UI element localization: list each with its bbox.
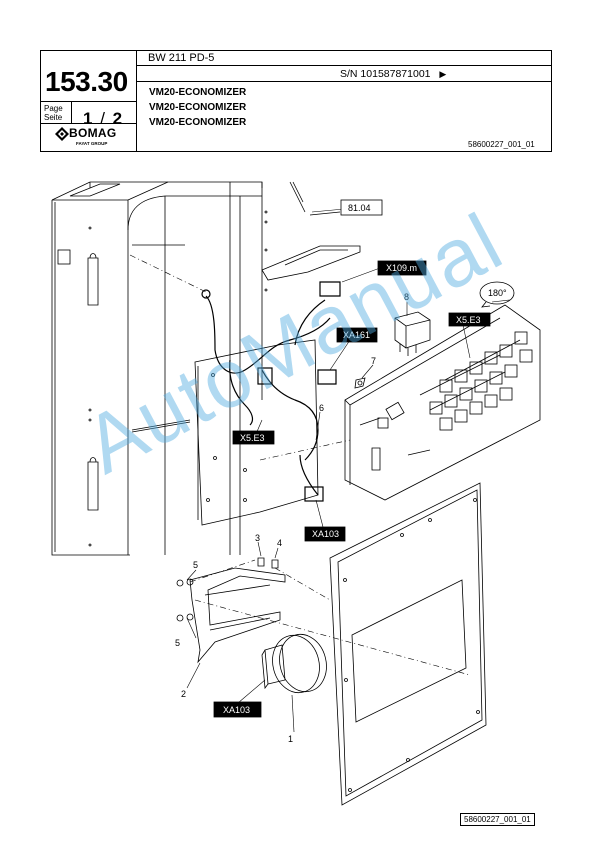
item-number-4: 4	[277, 538, 282, 548]
assembly-lines	[129, 254, 471, 676]
divider	[136, 51, 137, 151]
page-separator: /	[100, 109, 105, 128]
title-line-1: VM20-ECONOMIZER	[149, 87, 247, 98]
economizer-board	[344, 304, 541, 501]
current-page: 1	[83, 109, 93, 128]
item-number-1: 1	[288, 734, 293, 744]
top-bracket	[261, 211, 361, 281]
bottom-drawing-reference: 58600227_001_01	[460, 813, 535, 826]
gauge-1	[261, 633, 327, 694]
page-number: 1 / 2	[83, 109, 122, 129]
relay-8	[394, 311, 431, 356]
bracket-2	[189, 567, 286, 664]
callout-xa103-lower: XA103	[223, 705, 250, 715]
header-block: BW 211 PD-5 S/N 101587871001 ▶ 153.30 Pa…	[40, 50, 552, 152]
item-number-5-lower: 5	[175, 638, 180, 648]
item-number-6: 6	[319, 403, 324, 413]
callout-x5e3-right: X5.E3	[456, 315, 481, 325]
cabinet-housing	[51, 181, 306, 556]
page-label: Page	[44, 104, 63, 113]
callout-x5e3-left: X5.E3	[240, 433, 265, 443]
logo-subtitle: FAYAT GROUP	[76, 141, 108, 146]
part-group-number: 153.30	[45, 66, 128, 97]
callout-xa103-upper: XA103	[312, 529, 339, 539]
total-pages: 2	[112, 109, 123, 128]
model-name: BW 211 PD-5	[148, 52, 215, 64]
callouts: 81.04 X109.m 180° XA161 X5.E3 X5.E3 XA10…	[213, 199, 507, 718]
cover-plate	[329, 482, 487, 806]
item-number-8: 8	[404, 292, 409, 302]
screw-7	[354, 377, 366, 389]
callout-180: 180°	[488, 288, 507, 298]
serial-arrow-icon: ▶	[439, 69, 447, 79]
callout-x109m: X109.m	[386, 263, 417, 273]
bomag-logo-icon	[55, 127, 69, 141]
page-label-alt: Seite	[44, 113, 63, 122]
title-line-3: VM20-ECONOMIZER	[149, 117, 247, 128]
item-number-5-upper: 5	[193, 560, 198, 570]
divider	[136, 65, 551, 66]
rotation-180-icon	[479, 281, 515, 308]
item-number-3: 3	[255, 533, 260, 543]
drawing-reference: 58600227_001_01	[468, 140, 535, 149]
divider	[136, 81, 551, 82]
serial-number: S/N 101587871001 ▶	[340, 68, 446, 80]
title-line-2: VM20-ECONOMIZER	[149, 102, 247, 113]
washers-5	[176, 578, 194, 622]
callout-81-04: 81.04	[348, 203, 371, 213]
divider	[41, 101, 136, 102]
divider	[71, 101, 72, 123]
item-number-2: 2	[181, 689, 186, 699]
divider	[41, 123, 136, 124]
item-number-7: 7	[371, 356, 376, 366]
serial-text: S/N 101587871001	[340, 68, 431, 80]
leader-lines	[186, 207, 511, 733]
cable-harness	[201, 281, 341, 502]
screws-3-4	[257, 557, 279, 569]
logo-text: BOMAG	[69, 126, 117, 140]
callout-xa161: XA161	[343, 330, 370, 340]
item-numbers: 8 7 6 3 4 5 5 2 1	[175, 292, 409, 744]
